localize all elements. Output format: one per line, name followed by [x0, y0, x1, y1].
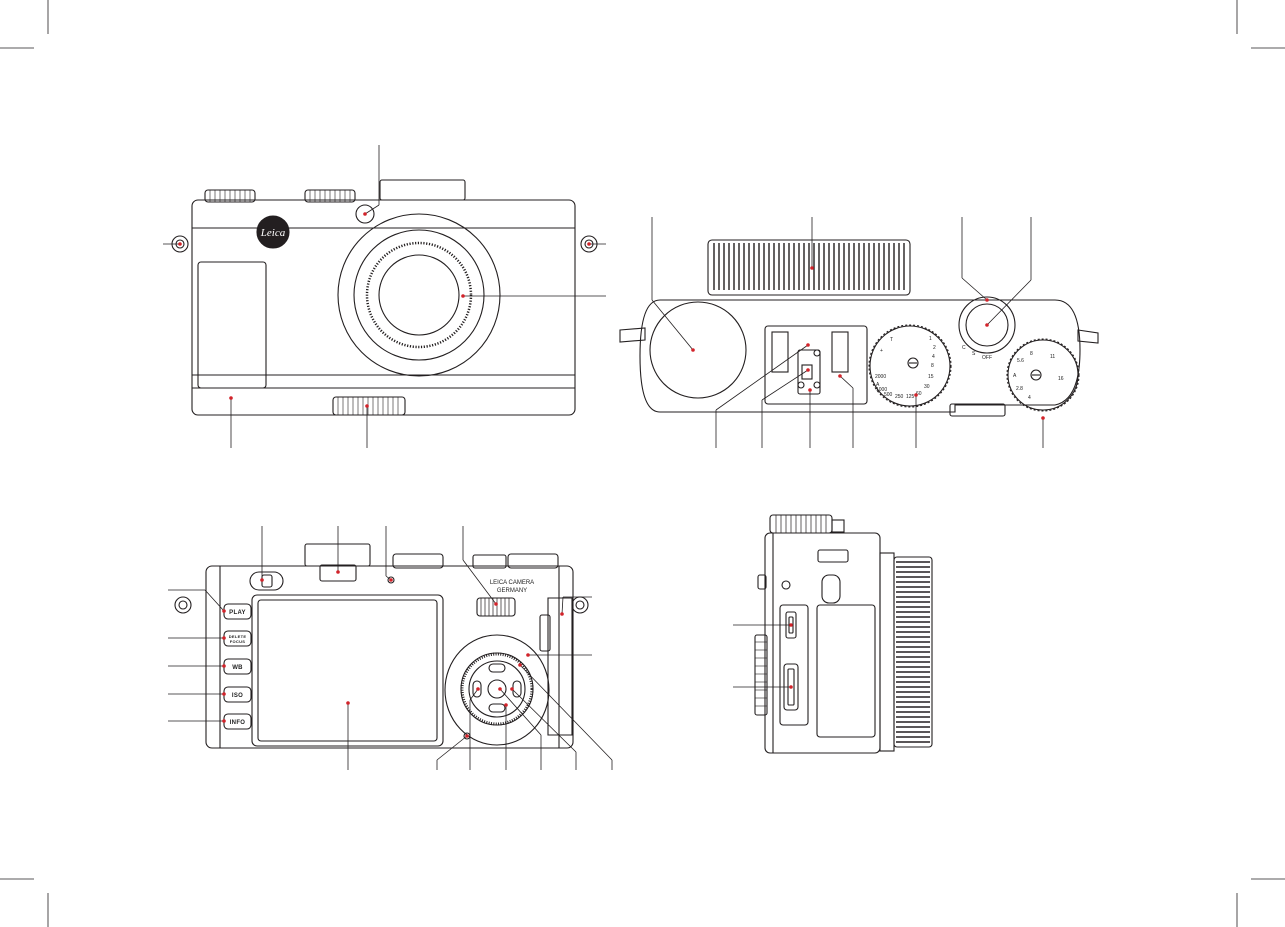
- shutter-dial-mark-4: 4: [932, 354, 935, 360]
- shutter-dial-mark-500: 500: [884, 392, 893, 398]
- side-view: [754, 514, 933, 754]
- shutter-dial-mark-1000: 1000: [876, 387, 887, 393]
- aperture-mark-8: 8: [1030, 351, 1033, 357]
- shutter-dial-mark-250: 250: [895, 394, 904, 400]
- mode-ring-s: S: [972, 351, 976, 357]
- dial-screw: [907, 357, 919, 369]
- shutter-dial-mark-8: 8: [931, 363, 934, 369]
- center-set-button[interactable]: [487, 679, 507, 699]
- back-callouts: [168, 526, 613, 770]
- dpad-up[interactable]: [488, 663, 506, 673]
- shutter-release-button[interactable]: [965, 303, 1009, 347]
- aperture-mark-5-6: 5.6: [1017, 358, 1024, 364]
- shutter-dial-mark-125: 125: [906, 394, 915, 400]
- leica-logo-icon: [256, 215, 290, 249]
- dpad-right[interactable]: [512, 680, 522, 698]
- shutter-dial-mark-60: 60: [916, 391, 922, 397]
- top-view-labels: A 1 2 4 8 15 30 60 125 250 500 1000 2000…: [875, 336, 1064, 401]
- aperture-mark-a: A: [1013, 373, 1017, 379]
- af-assist-lamp: [355, 204, 375, 224]
- shutter-dial-mark-2: 2: [933, 345, 936, 351]
- wb-button-label: WB: [232, 665, 243, 671]
- maker-text-line2: GERMANY: [497, 588, 527, 594]
- shutter-release-ring: [958, 296, 1016, 354]
- card-door: [547, 597, 573, 736]
- thumb-wheel-front: [332, 396, 406, 416]
- shutter-dial-mark-plus: +: [880, 348, 883, 354]
- aperture-mark-4: 4: [1028, 395, 1031, 401]
- callout-dot-icon: [178, 212, 591, 408]
- lcd-monitor: [251, 594, 444, 747]
- strap-eyelet-back-left: [178, 600, 188, 610]
- port-door-outline: [779, 604, 809, 726]
- top-view: [619, 239, 1099, 417]
- focus-button-label: FOCUS: [230, 639, 246, 644]
- callout-dot-icon-side: [789, 623, 793, 689]
- shutter-dial-mark-15: 15: [928, 374, 934, 380]
- shoe-contacts: [797, 349, 821, 395]
- strap-lug-side: [821, 574, 841, 604]
- lens-side-ring: [893, 556, 933, 748]
- front-view: Leica: [171, 179, 598, 416]
- lens-ridges: [713, 243, 905, 290]
- flash-slide-switch[interactable]: [249, 571, 284, 591]
- shutter-speed-dial[interactable]: [869, 325, 951, 407]
- shutter-dial-mark-2000: 2000: [875, 374, 886, 380]
- shutter-dial-mark-a: A: [876, 382, 880, 388]
- hot-shoe-top: [764, 325, 868, 405]
- hot-shoe-back: [304, 543, 371, 567]
- camera-body-back: [205, 565, 574, 749]
- strap-eyelet-back-right: [575, 600, 585, 610]
- dial-back-right: [507, 553, 559, 569]
- shutter-dial-mark-1: 1: [929, 336, 932, 342]
- status-led: [387, 576, 395, 584]
- lens-barrel: [337, 213, 501, 377]
- mode-ring-off: OFF: [982, 355, 992, 361]
- thumb-rest: [444, 634, 550, 746]
- aperture-dial-top[interactable]: [1007, 339, 1079, 411]
- camera-body-side: [764, 532, 881, 754]
- dpad-down[interactable]: [488, 703, 506, 713]
- strap-lug-right-top: [1077, 329, 1099, 344]
- camera-body-front: [191, 199, 576, 416]
- front-callouts: [163, 145, 606, 448]
- shutter-dial-mark-t: T: [890, 337, 893, 343]
- info-button-label: INFO: [230, 720, 246, 726]
- back-view-labels: PLAY DELETE FOCUS WB ISO INFO LEICA CAME…: [229, 580, 534, 726]
- callout-dot-icon-top: [691, 266, 1045, 420]
- aperture-mark-16: 16: [1058, 376, 1064, 382]
- lens-barrel-top: [707, 239, 911, 296]
- top-callouts: [651, 217, 1044, 448]
- shoe-rail-left: [771, 331, 789, 373]
- strap-lug-left-top: [619, 327, 646, 343]
- mode-ring-c: C: [962, 345, 966, 351]
- hot-shoe-front: [379, 179, 466, 201]
- dpad-left[interactable]: [472, 680, 482, 698]
- lens-side-body: [879, 552, 895, 752]
- thumb-wheel-back[interactable]: [476, 597, 516, 617]
- thumb-wheel-top: [949, 403, 1006, 417]
- aperture-mark-11: 11: [1050, 354, 1055, 360]
- maker-text-line1: LEICA CAMERA: [490, 580, 534, 586]
- side-callouts: [733, 624, 791, 688]
- aperture-mark-2-8: 2.8: [1016, 386, 1023, 392]
- play-button-label: PLAY: [229, 610, 246, 616]
- camera-body-top: [639, 299, 1081, 413]
- iso-button-label: ISO: [232, 693, 243, 699]
- delete-button-label: DELETE: [229, 634, 247, 639]
- shoe-rail-right: [831, 331, 849, 373]
- setting-dial-ring[interactable]: [460, 652, 534, 726]
- grip: [197, 261, 267, 389]
- dial-back-left: [392, 553, 444, 569]
- back-view: [174, 543, 589, 749]
- callout-dot-icon-back: [222, 570, 564, 738]
- shutter-dial-mark-30: 30: [924, 384, 930, 390]
- popup-flash-top: [649, 301, 747, 399]
- brand-logo-text: Leica: [260, 227, 286, 239]
